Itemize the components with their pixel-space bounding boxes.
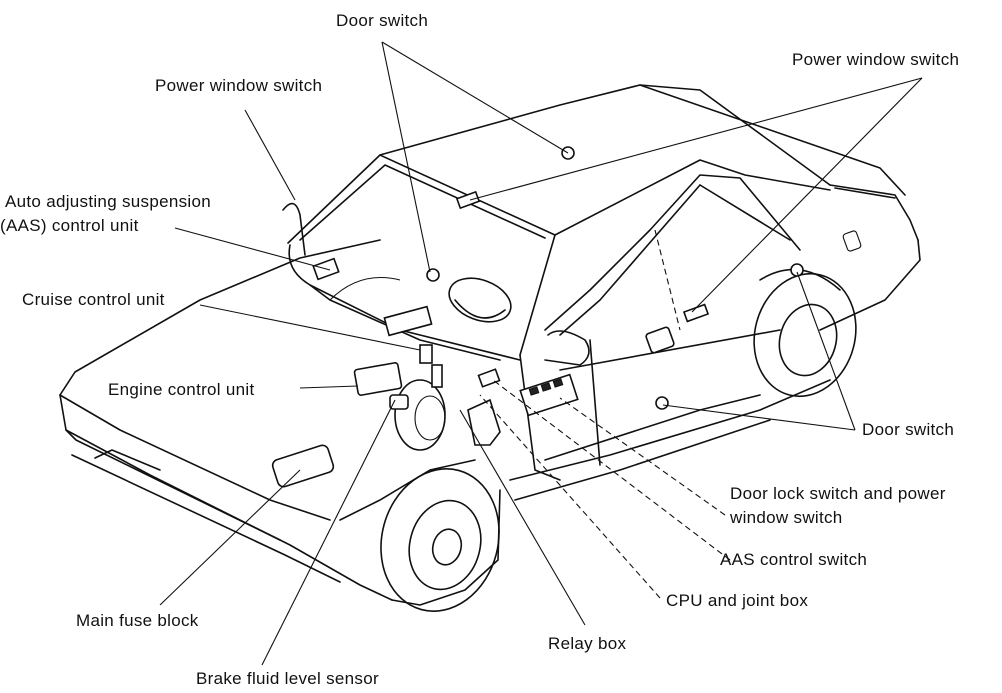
label-power-window-switch-right: Power window switch bbox=[792, 50, 960, 69]
label-relay-box: Relay box bbox=[548, 634, 627, 653]
cpu-joint-box-shape bbox=[477, 368, 501, 388]
label-door-switch-right: Door switch bbox=[862, 420, 955, 439]
power-window-switch-top-box bbox=[455, 190, 481, 210]
power-window-switch-right-box bbox=[682, 303, 710, 323]
car-body bbox=[59, 84, 921, 612]
label-door-lock-switch-line1: Door lock switch and power bbox=[730, 484, 946, 503]
door-switch-lower-dot bbox=[655, 396, 669, 410]
label-cpu-joint-box: CPU and joint box bbox=[666, 591, 809, 610]
leader-lines bbox=[159, 41, 923, 666]
relay-box-shape bbox=[467, 398, 501, 446]
door-switch-left-dot bbox=[426, 268, 440, 282]
aas-control-switch-panel bbox=[519, 373, 579, 417]
label-door-switch-top: Door switch bbox=[336, 11, 429, 30]
door-switch-rear-dot bbox=[790, 263, 804, 277]
engine-control-unit-box bbox=[353, 362, 403, 396]
label-aas-control-unit-line1: Auto adjusting suspension bbox=[5, 192, 211, 211]
door-handle-box bbox=[645, 326, 675, 354]
label-engine-control-unit: Engine control unit bbox=[108, 380, 255, 399]
bracket-box bbox=[431, 364, 443, 388]
label-door-lock-switch-line2: window switch bbox=[730, 508, 843, 527]
label-aas-control-switch: AAS control switch bbox=[720, 550, 868, 569]
label-cruise-control-unit: Cruise control unit bbox=[22, 290, 165, 309]
aas-control-unit-box bbox=[419, 344, 433, 364]
label-power-window-switch-left: Power window switch bbox=[155, 76, 323, 95]
cruise-control-unit-box bbox=[383, 305, 433, 337]
label-main-fuse-block: Main fuse block bbox=[76, 611, 199, 630]
main-fuse-block-box bbox=[271, 444, 335, 488]
components bbox=[271, 146, 804, 488]
label-aas-control-unit-line2: (AAS) control unit bbox=[0, 216, 139, 235]
label-brake-fluid-level-sensor: Brake fluid level sensor bbox=[196, 669, 379, 688]
